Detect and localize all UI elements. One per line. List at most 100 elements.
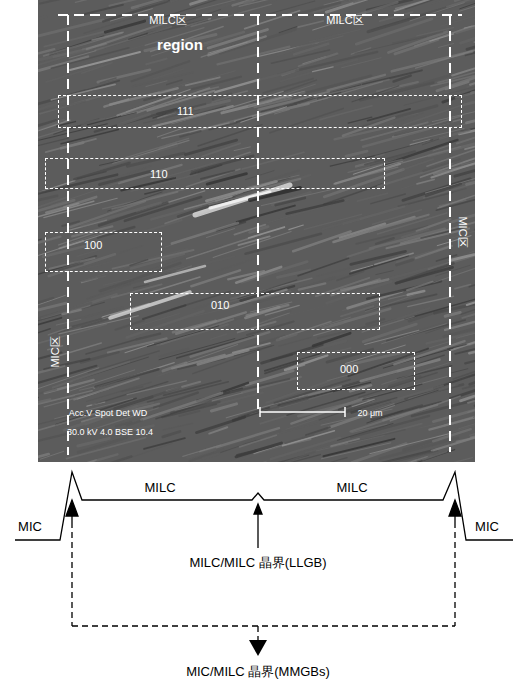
profile [15,472,513,540]
texture-streak [241,107,286,123]
texture-streak [410,140,429,145]
texture-streak [100,78,116,83]
texture-streak [269,1,315,14]
texture-streak [62,221,79,226]
orientation-label: 000 [340,363,358,375]
texture-streak [122,387,143,392]
texture-streak [403,159,433,169]
texture-streak [82,456,131,462]
zone-label: MILC [144,481,175,496]
region-name: MILC区 [326,14,363,27]
texture-streak [417,179,434,183]
texture-streak [416,246,452,258]
texture-streak [467,303,475,323]
texture-streak [305,82,382,105]
texture-streak [163,423,192,430]
texture-streak [294,44,328,55]
texture-streak [465,354,475,363]
texture-streak [78,438,109,446]
micrograph [38,0,475,462]
texture-streak [390,377,421,387]
texture-streak [192,77,241,90]
texture-streak [157,128,182,137]
boundary-label: MIC/MILC 晶界(MMGBs) [186,665,330,680]
texture-streak [259,70,298,80]
zone-label: MILC [336,481,367,496]
texture-streak [111,166,150,180]
texture-streak [337,271,363,280]
texture-streak [389,450,455,462]
region-box: 111 [58,95,462,128]
orientation-label: 111 [177,105,194,117]
texture-streak [334,167,398,184]
texture-streak [367,281,441,298]
texture-streak [450,245,475,260]
texture-streak [377,213,446,234]
texture-streak [234,345,274,356]
texture-streak [132,61,190,81]
texture-streak [38,130,62,137]
texture-streak [46,204,78,213]
texture-streak [38,57,53,61]
texture-streak [40,0,65,4]
texture-streak [426,322,460,333]
region-name: MIC区 [49,336,62,367]
texture-streak [438,44,453,48]
texture-streak [460,0,475,9]
texture-streak [163,431,180,436]
texture-streak [82,63,112,73]
orientation-label: 100 [84,239,102,251]
texture-streak [38,16,46,22]
texture-streak [144,438,185,449]
texture-streak [240,435,277,447]
texture-streak [145,266,205,282]
texture-streak [113,140,189,163]
texture-streak [146,59,166,65]
texture-streak [402,229,428,237]
texture-streak [78,172,107,179]
texture-streak [211,334,227,339]
texture-streak [450,369,467,373]
texture-streak [254,278,334,304]
texture-streak [242,377,301,393]
texture-streak [271,50,329,63]
texture-streak [172,355,225,369]
texture-streak [61,130,118,144]
texture-streak [234,147,250,151]
texture-streak [405,299,475,320]
texture-streak [434,260,475,283]
texture-streak [286,419,318,429]
texture-streak [263,79,313,93]
region-name: MILC区 [149,14,186,27]
texture-streak [245,11,300,29]
texture-streak [277,35,336,55]
texture-streak [388,113,423,125]
texture-streak [456,325,475,338]
texture-streak [410,3,464,21]
texture-streak [97,443,172,462]
texture-streak [467,291,475,305]
texture-streak [38,196,57,200]
texture-streak [363,128,432,147]
texture-streak [397,76,447,91]
texture-streak [355,37,426,54]
texture-streak [62,310,80,314]
texture-streak [462,295,475,318]
region-name: MIC区 [457,216,470,247]
texture-streak [246,234,321,254]
texture-streak [127,153,184,166]
texture-streak [182,71,235,86]
texture-streak [110,292,190,318]
texture-streak [375,253,413,264]
texture-streak [60,343,102,355]
texture-streak [129,0,166,10]
texture-streak [99,203,167,225]
texture-streak [51,182,119,205]
texture-streak [320,106,372,120]
texture-streak [277,334,296,340]
texture-streak [407,282,433,291]
texture-streak [191,270,240,286]
texture-streak [147,382,228,402]
texture-streak [376,271,393,275]
